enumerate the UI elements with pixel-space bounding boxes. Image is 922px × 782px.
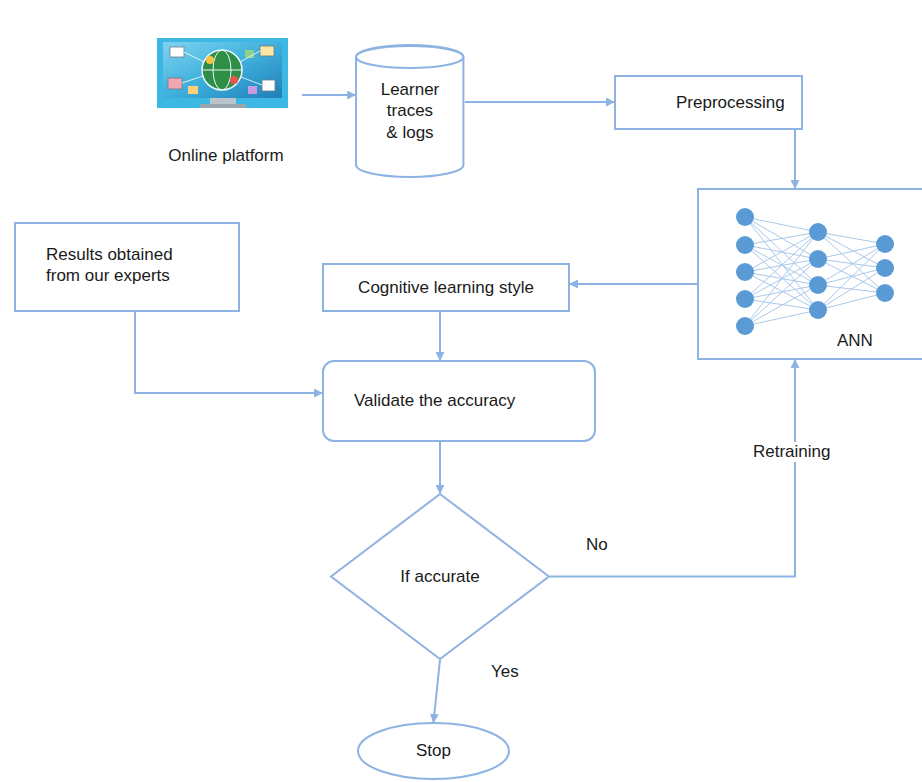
network-link xyxy=(745,232,818,299)
network-link xyxy=(818,268,885,310)
network-neuron xyxy=(736,317,754,335)
node-text: Online platform xyxy=(168,145,283,166)
neural-network-figure xyxy=(736,208,894,335)
network-neuron xyxy=(809,276,827,294)
platform-node: Online platform xyxy=(150,34,302,166)
network-neuron xyxy=(876,259,894,277)
network-link xyxy=(818,244,885,285)
network-neuron xyxy=(736,263,754,281)
decision-diamond: If accurate xyxy=(330,493,550,660)
flow-arrow xyxy=(570,283,697,285)
network-link xyxy=(818,232,885,293)
online-platform-icon xyxy=(157,38,288,108)
network-neuron xyxy=(876,235,894,253)
process-box: Preprocessing xyxy=(614,75,803,130)
network-neuron xyxy=(736,236,754,254)
edge-label: No xyxy=(583,535,611,555)
flow-arrow xyxy=(794,130,796,188)
input-box: Results obtained from our experts xyxy=(14,222,240,312)
network-link xyxy=(818,244,885,310)
flow-arrow xyxy=(439,442,441,493)
node-text: Preprocessing xyxy=(676,92,785,113)
process-box: Cognitive learning style xyxy=(322,263,570,312)
node-text: Stop xyxy=(416,740,451,761)
network-neuron xyxy=(876,284,894,302)
network-link xyxy=(745,232,818,326)
process-box: Validate the accuracy xyxy=(322,360,596,442)
flow-arrow xyxy=(434,660,441,722)
node-text: ANN xyxy=(837,330,873,351)
network-link xyxy=(745,285,818,326)
network-link xyxy=(745,217,818,232)
ann-box: ANN xyxy=(697,188,922,360)
network-link xyxy=(818,293,885,310)
node-text: Cognitive learning style xyxy=(358,277,534,298)
network-neuron xyxy=(809,223,827,241)
node-text: If accurate xyxy=(400,566,479,587)
network-link xyxy=(818,232,885,244)
annotation-label: Retraining xyxy=(750,442,834,462)
edge-label: Yes xyxy=(488,662,522,682)
network-neuron xyxy=(809,301,827,319)
network-link xyxy=(818,259,885,268)
flow-arrow xyxy=(135,312,322,393)
network-link xyxy=(745,299,818,310)
network-neuron xyxy=(736,290,754,308)
flow-arrow xyxy=(439,312,441,360)
node-text: Learner traces & logs xyxy=(379,79,440,143)
network-link xyxy=(745,217,818,310)
flow-arrow xyxy=(302,94,355,96)
terminal-ellipse: Stop xyxy=(357,722,510,780)
node-text: Results obtained from our experts xyxy=(46,244,211,287)
network-link xyxy=(745,217,818,285)
data-store: Learner traces & logs xyxy=(355,45,464,177)
network-link xyxy=(745,310,818,326)
node-text: Validate the accuracy xyxy=(354,390,515,411)
network-link xyxy=(818,244,885,259)
network-neuron xyxy=(736,208,754,226)
network-link xyxy=(745,245,818,310)
flow-arrow xyxy=(465,101,614,103)
network-link xyxy=(745,259,818,326)
network-neuron xyxy=(809,250,827,268)
